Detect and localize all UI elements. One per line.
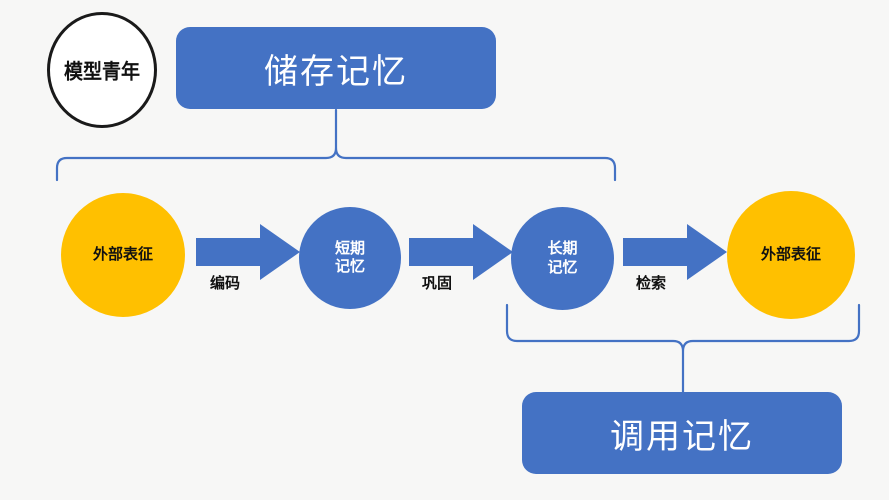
node-short-term[interactable]: 短期 记忆 xyxy=(299,207,401,309)
logo-text: 模型青年 xyxy=(63,60,140,84)
arrow-retrieve-label: 检索 xyxy=(636,275,667,292)
process-box-recall-label: 调用记忆 xyxy=(610,417,754,456)
logo-badge: 模型青年 xyxy=(47,12,157,128)
node-external-left[interactable]: 外部表征 xyxy=(61,193,185,317)
process-box-recall[interactable]: 调用记忆 xyxy=(522,392,842,474)
arrow-consolidate-label: 巩固 xyxy=(422,275,453,292)
process-box-store[interactable]: 储存记忆 xyxy=(176,27,496,109)
node-external-right-label: 外部表征 xyxy=(760,245,821,263)
store-brace-icon xyxy=(55,108,617,182)
arrow-encode-label: 编码 xyxy=(210,275,241,292)
arrow-retrieve-icon xyxy=(623,222,727,282)
recall-brace-icon xyxy=(505,303,861,394)
node-external-right[interactable]: 外部表征 xyxy=(727,191,855,319)
node-long-term[interactable]: 长期 记忆 xyxy=(511,207,614,310)
node-external-left-label: 外部表征 xyxy=(92,245,153,263)
node-long-term-label: 长期 记忆 xyxy=(547,240,578,276)
process-box-store-label: 储存记忆 xyxy=(264,52,408,91)
arrow-encode-icon xyxy=(196,222,300,282)
arrow-consolidate-icon xyxy=(409,222,513,282)
node-short-term-label: 短期 记忆 xyxy=(334,239,365,275)
